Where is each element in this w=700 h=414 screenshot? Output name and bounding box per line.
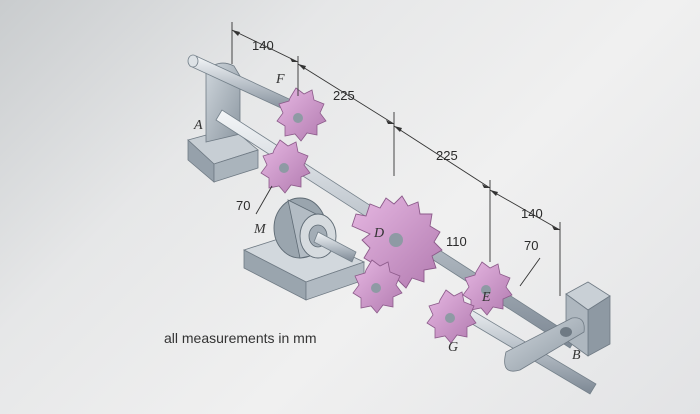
label-m: M — [254, 222, 266, 237]
dim-a-f: 140 — [252, 38, 274, 53]
gear-e — [462, 261, 513, 316]
label-b: B — [572, 348, 581, 363]
bearing-a — [187, 62, 259, 183]
units-note: all measurements in mm — [164, 330, 317, 346]
label-f: F — [276, 72, 285, 87]
dim-e-b: 140 — [521, 206, 543, 221]
gear-g — [426, 289, 477, 344]
upper-shaft-end — [187, 54, 199, 68]
dim-d-e: 225 — [436, 148, 458, 163]
dim-f-d: 225 — [333, 88, 355, 103]
dim-gear-d-radius: 110 — [446, 234, 467, 249]
dimension-arrows — [232, 30, 560, 230]
label-d: D — [374, 226, 385, 241]
gear-f — [276, 87, 327, 142]
gear-lower-left — [260, 139, 311, 194]
dim-motor-radius: 70 — [236, 198, 251, 213]
bearing-b — [504, 281, 611, 372]
dim-gear-e-radius: 70 — [524, 238, 539, 253]
motor-m — [273, 197, 357, 263]
gear-below-d — [352, 259, 403, 314]
label-a: A — [194, 118, 203, 133]
label-e: E — [482, 290, 491, 305]
label-g: G — [448, 340, 459, 355]
dimension-lines — [231, 22, 561, 296]
